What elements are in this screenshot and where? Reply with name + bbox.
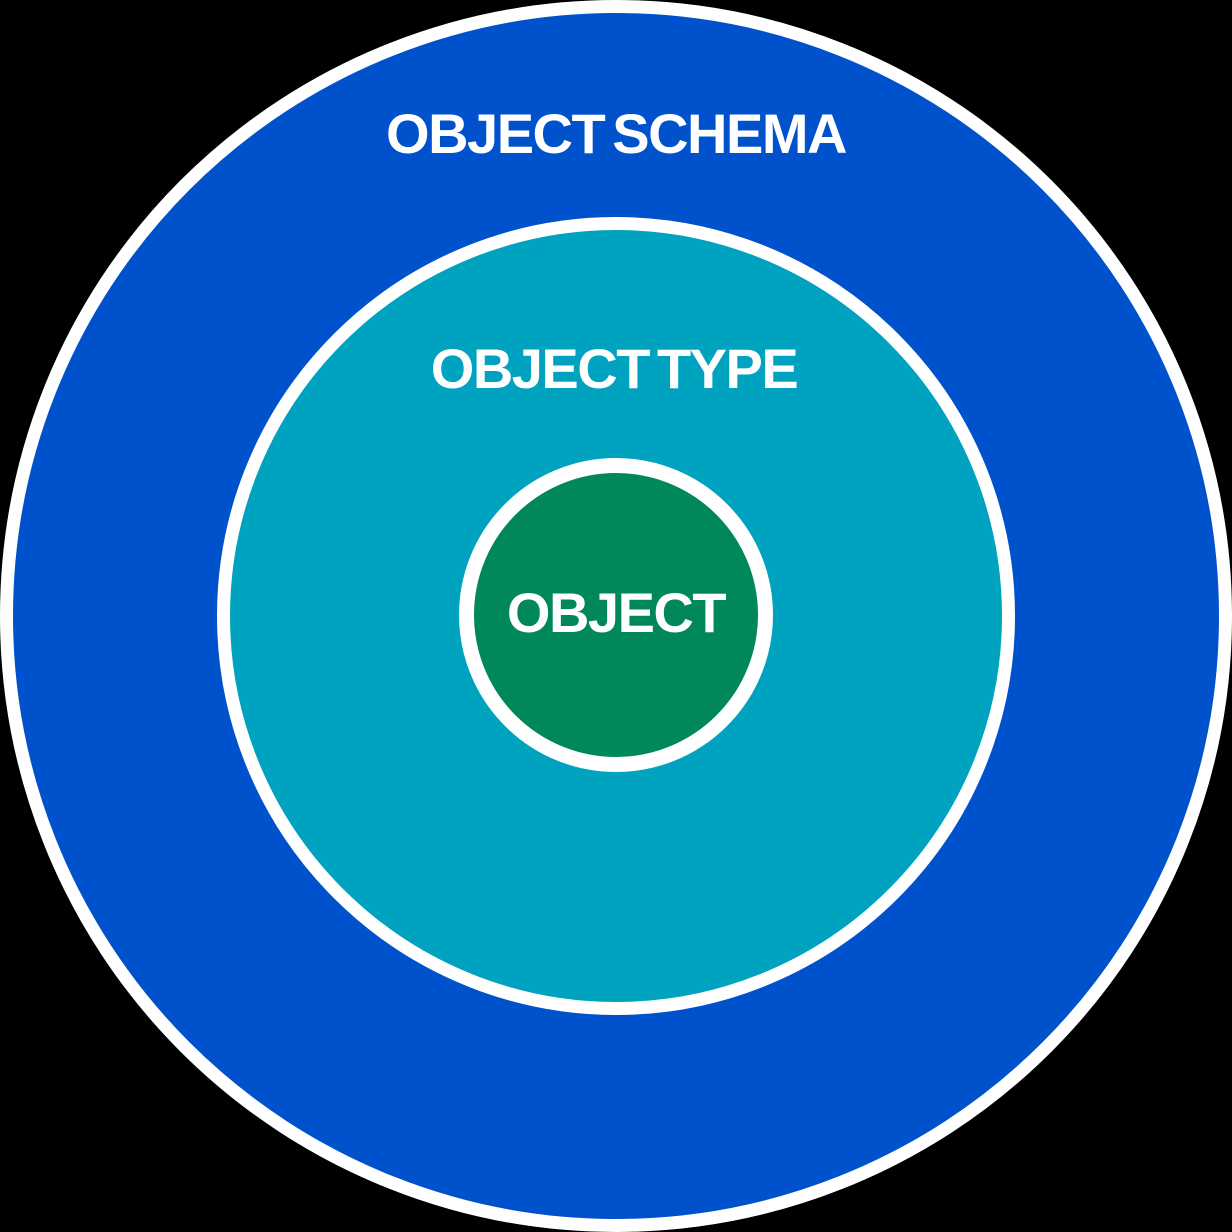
object-type-label: OBJECT TYPE xyxy=(431,337,798,400)
object-label: OBJECT xyxy=(507,581,726,644)
object-schema-label: OBJECT SCHEMA xyxy=(386,102,846,165)
object-ring xyxy=(459,458,773,772)
